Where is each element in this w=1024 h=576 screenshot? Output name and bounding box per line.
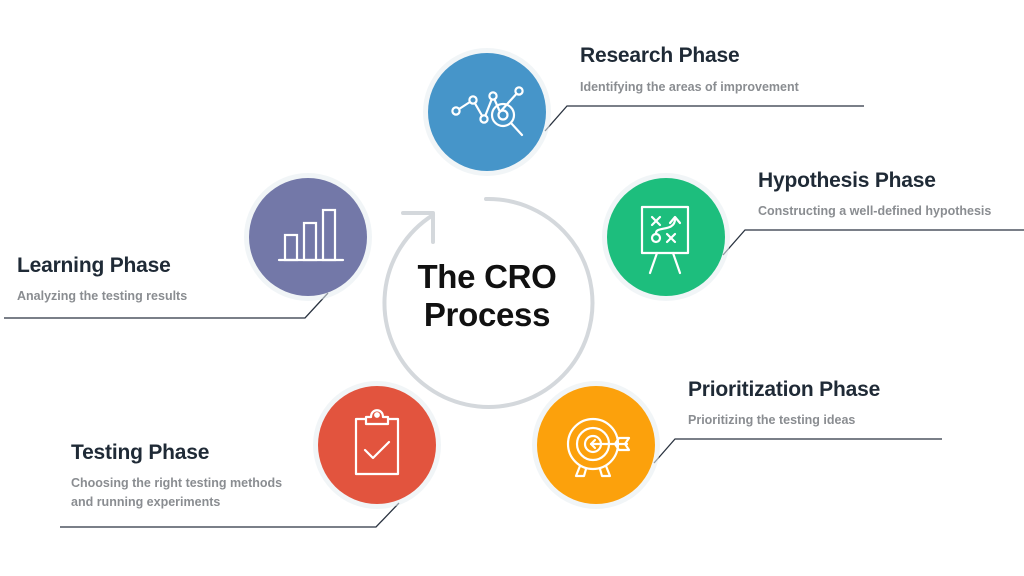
connector-research [544,105,864,132]
learning-phase-description: Analyzing the testing results [17,289,188,303]
line-chart-magnifier-icon [451,86,524,137]
title-line-1: The CRO [417,258,557,295]
testing-phase-description-line-1: Choosing the right testing methods [71,476,283,490]
cycle-arrow-icon [401,211,435,244]
target-arrow-icon [566,417,631,478]
prioritization-phase-title: Prioritization Phase [688,378,881,401]
research-phase-title: Research Phase [580,44,740,67]
hypothesis-phase-description: Constructing a well-defined hypothesis [758,204,992,218]
hypothesis-phase-title: Hypothesis Phase [758,169,936,192]
hypothesis-phase-circle [607,178,725,296]
connector-hypothesis [722,229,1024,256]
strategy-board-icon [640,205,690,275]
connector-testing [60,502,400,528]
testing-phase-circle [318,386,436,504]
learning-phase-title: Learning Phase [17,254,171,277]
connector-lines [4,105,1024,528]
bar-chart-icon [277,208,345,262]
learning-phase-circle [249,178,367,296]
prioritization-phase-circle [537,386,655,504]
connector-learning [4,292,329,319]
diagram-title: The CRO Process [387,258,587,334]
testing-phase-description-line-2: and running experiments [71,495,221,509]
research-phase-circle [428,53,546,171]
clipboard-check-icon [354,409,400,476]
research-phase-description: Identifying the areas of improvement [580,80,799,94]
connector-prioritization [653,438,942,464]
testing-phase-title: Testing Phase [71,441,210,464]
title-line-2: Process [423,296,551,333]
prioritization-phase-description: Prioritizing the testing ideas [688,413,856,427]
